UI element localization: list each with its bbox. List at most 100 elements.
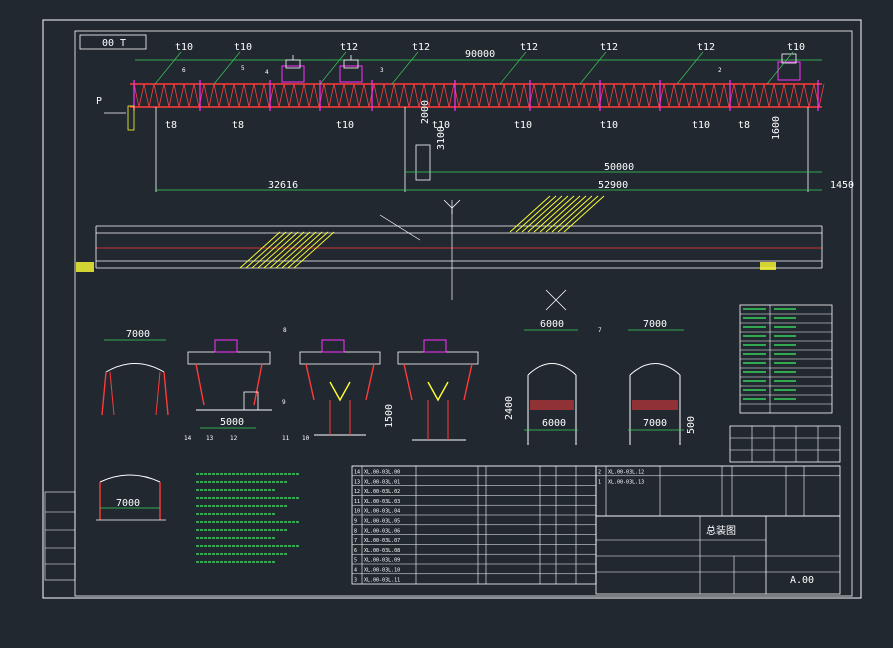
bottom-thickness-label: t10 [692,120,710,131]
section-tag: 10 [302,435,310,442]
thickness-label: t12 [340,42,358,53]
thickness-label: t12 [600,42,618,53]
parts-right-row-no: 2 [598,470,601,476]
thickness-label: t12 [520,42,538,53]
dim-end-text: 1450 [830,180,854,191]
parts-row-no: 13 [354,479,360,485]
section-f [628,329,684,445]
parts-row-code: XL.00-03L.06 [364,528,400,534]
section-a [101,339,169,416]
dim-left-text: 32616 [268,180,298,191]
plan-x-mark [545,289,567,311]
parts-row-no: 14 [354,470,360,476]
plan-hatch-bands [239,195,605,269]
parts-row-no: 6 [354,548,357,554]
dim-h3-text: 1600 [771,116,782,140]
left-tail [127,105,135,131]
parts-row-no: 3 [354,577,357,583]
section-height-dim: 2400 [504,396,515,420]
span-dim-text: 90000 [465,49,495,60]
section-width-dim: 7000 [116,498,140,509]
plan-right-hatch [760,262,776,270]
parts-row-code: XL.00-03L.07 [364,538,400,544]
parts-row-no: 8 [354,528,357,534]
section-width-dim: 6000 [540,319,564,330]
section-tag: 14 [184,435,192,442]
parts-row-code: XL.00-03L.03 [364,499,400,505]
parts-row-code: XL.00-03L.10 [364,568,400,574]
parts-row-no: 5 [354,558,357,564]
trolley-mid [339,55,363,83]
parts-row-no: 9 [354,519,357,525]
plan-view[interactable] [76,195,823,311]
parts-row-code: XL.00-03L.09 [364,558,400,564]
title-block-heading: 总装图 [706,524,736,537]
section-width-dim: 7000 [643,319,667,330]
truss-diagonals [133,83,825,108]
technical-notes [196,473,300,563]
parts-row-code: XL.00-03L.01 [364,479,400,485]
section-height-dim: 1500 [384,404,395,428]
part-tag: 2 [718,67,722,74]
parts-row-code: XL.00-03L.00 [364,470,400,476]
parts-row-code: XL.00-03L.11 [364,577,400,583]
section-tag: 7 [598,327,602,334]
bottom-thickness-label: t10 [336,120,354,131]
sheet-inner-border [74,30,853,597]
load-table[interactable] [729,425,841,463]
trolley-left [281,55,305,83]
trolley-right [777,53,801,81]
scale-tag-box [79,34,147,50]
bottom-thickness-label: t8 [232,120,244,131]
margin-stamp-table [44,491,76,581]
dim-h2-text: 2000 [420,100,431,124]
dim-right-text: 52900 [598,180,628,191]
parts-row-no: 12 [354,489,360,495]
section-tag: 12 [230,435,238,442]
section-width-dim: 6000 [542,418,566,429]
thickness-label: t10 [234,42,252,53]
dim-mid-text: 50000 [604,162,634,173]
part-tag: 5 [241,65,245,72]
parts-right-row-code: XL.00-03L.12 [608,470,644,476]
spec-table[interactable] [739,304,833,414]
section-tag: 8 [283,327,287,334]
dim-h1-text: 3100 [436,126,447,150]
part-tag: 6 [182,67,186,74]
scale-tag: 00 T [102,38,126,49]
section-width-dim: 7000 [643,418,667,429]
parts-row-code: XL.00-03L.08 [364,548,400,554]
bottom-thickness-label: t10 [514,120,532,131]
elevation-view[interactable]: 90000 50000 32616 [96,42,854,192]
section-tag: 9 [282,399,286,406]
spec-table-rows [740,308,832,405]
drawing-number: A.00 [790,575,814,586]
parts-right-row-code: XL.00-03L.13 [608,479,644,485]
section-width-dim: 7000 [126,329,150,340]
plan-left-hatch [76,262,94,272]
notes-lines [196,473,300,563]
parts-row-no: 11 [354,499,360,505]
parts-row-code: XL.00-03L.05 [364,519,400,525]
sheet-outer-border [42,19,862,599]
parts-row-no: 10 [354,509,360,515]
mid-pier [415,144,431,181]
section-tag: 13 [206,435,214,442]
part-tag: 3 [380,67,384,74]
plan-y-mark [443,199,461,214]
section-d [397,339,479,441]
section-e [524,329,578,445]
title-block[interactable]: 总装图 A.00 [595,515,841,595]
thickness-label: t12 [697,42,715,53]
